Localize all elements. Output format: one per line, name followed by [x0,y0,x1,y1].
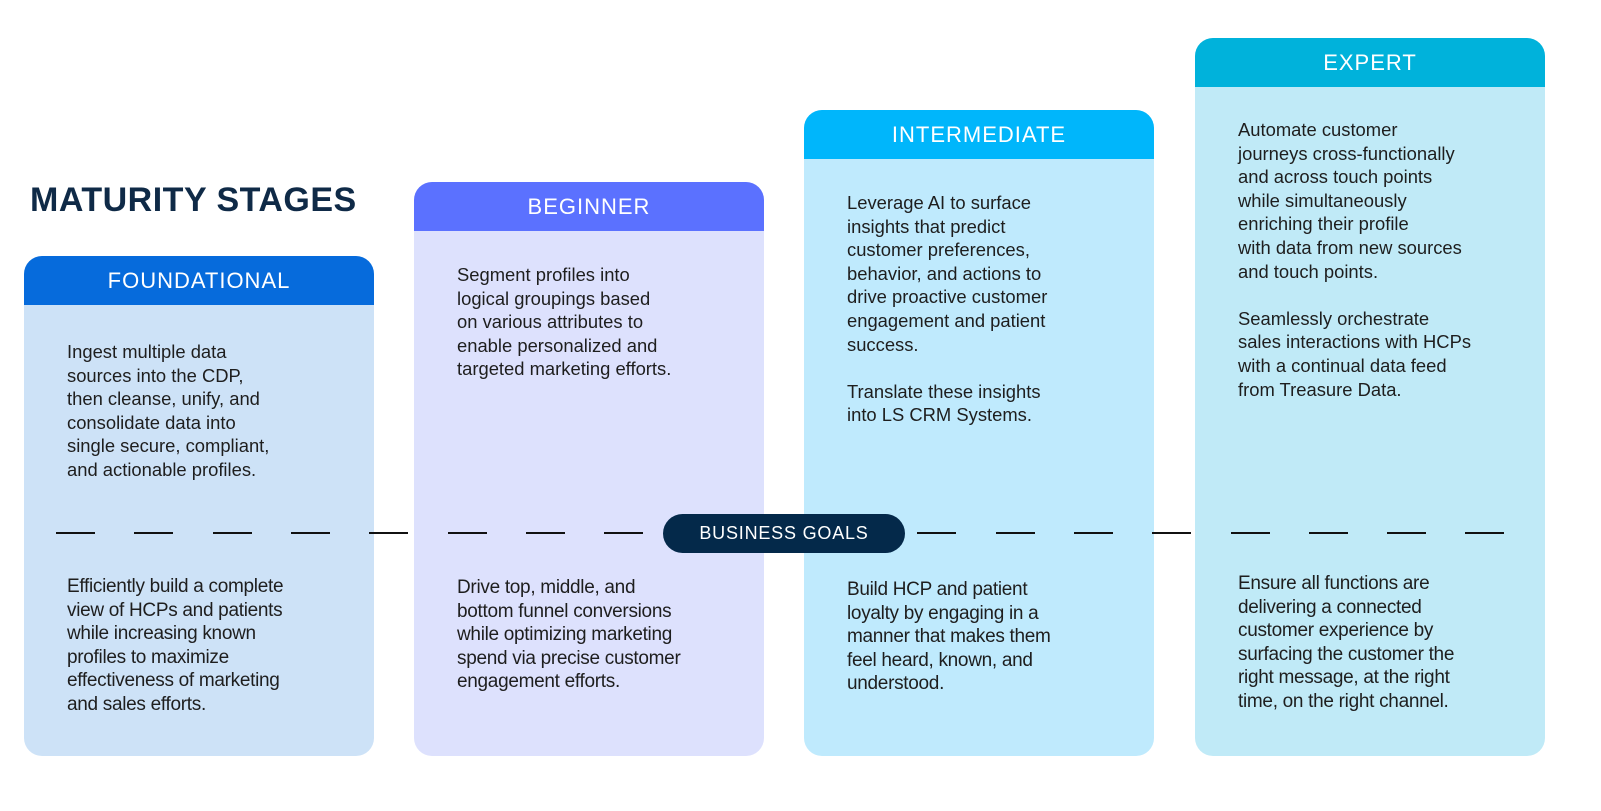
stage-capability-text: Segment profiles into logical groupings … [457,264,672,380]
divider-dash [1230,532,1270,534]
stage-body: Leverage AI to surface insights that pre… [804,159,1154,756]
divider-dash [1152,532,1192,534]
stage-body: Segment profiles into logical groupings … [414,231,764,756]
stage-goal-text: Ensure all functions are delivering a co… [1238,573,1455,712]
stage-capability-text: Leverage AI to surface insights that pre… [847,192,1048,426]
divider-dash [1308,532,1348,534]
stage-capability-text: Automate customer journeys cross-functio… [1238,119,1472,400]
stage-body: Ingest multiple data sources into the CD… [24,305,374,756]
stage-card-expert: EXPERT Automate customer journeys cross-… [1195,38,1545,756]
divider-dash [212,532,252,534]
stage-goal-text: Drive top, middle, and bottom funnel con… [457,577,681,693]
stage-header: BEGINNER [414,182,764,231]
page-title: MATURITY STAGES [30,181,357,219]
divider-dash [1073,532,1113,534]
stage-header: INTERMEDIATE [804,110,1154,159]
divider-dash [525,532,565,534]
stage-body: Automate customer journeys cross-functio… [1195,87,1545,756]
divider-dash [1387,532,1427,534]
divider-dash [56,532,95,534]
stage-card-intermediate: INTERMEDIATE Leverage AI to surface insi… [804,110,1154,756]
stage-capability-text: Ingest multiple data sources into the CD… [67,341,270,480]
stage-card-foundational: FOUNDATIONAL Ingest multiple data source… [24,256,374,756]
stage-header: EXPERT [1195,38,1545,87]
stage-goal-text: Build HCP and patient loyalty by engagin… [847,579,1051,695]
stage-header: FOUNDATIONAL [24,256,374,305]
divider-dash [995,532,1035,534]
business-goals-badge: BUSINESS GOALS [663,514,905,553]
business-goals-divider [56,532,1506,534]
divider-dash [134,532,174,534]
divider-dash [1465,532,1505,534]
divider-dash [917,532,957,534]
divider-dash [369,532,409,534]
stage-goal-text: Efficiently build a complete view of HCP… [67,576,284,715]
divider-dash [604,532,644,534]
stage-card-beginner: BEGINNER Segment profiles into logical g… [414,182,764,756]
divider-dash [290,532,330,534]
divider-dash [447,532,487,534]
